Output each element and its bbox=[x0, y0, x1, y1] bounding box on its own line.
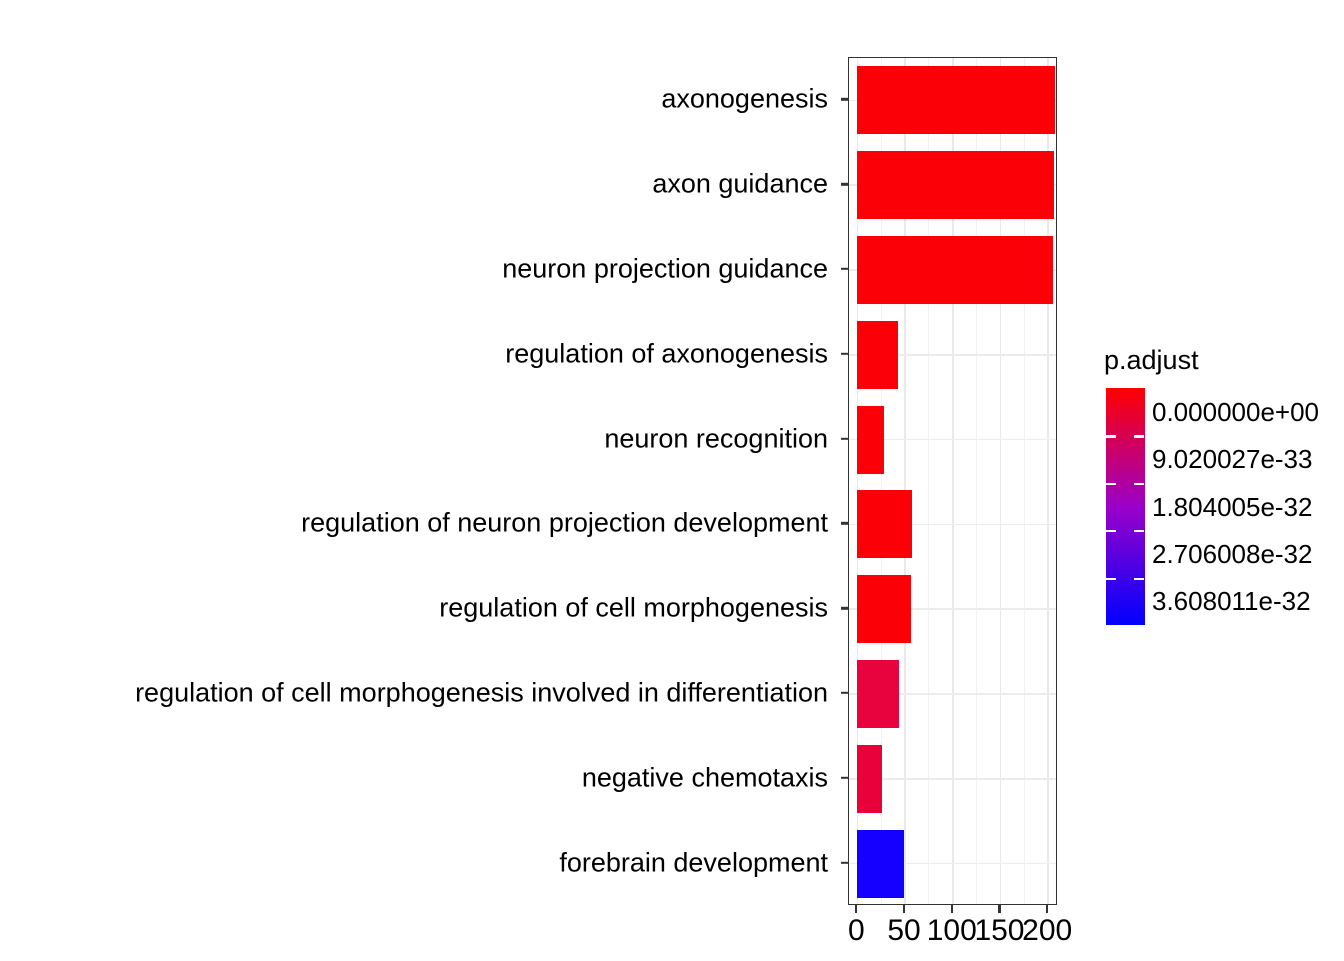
legend-tick-mark bbox=[1134, 482, 1144, 485]
legend-tick-label: 0.000000e+00 bbox=[1152, 396, 1320, 427]
gridline-major-100 bbox=[952, 58, 954, 904]
gridline-major-200 bbox=[1047, 58, 1049, 904]
legend-tick-mark bbox=[1134, 577, 1144, 580]
legend: p.adjust 0.000000e+00 9.020027e-33 1.80400… bbox=[1100, 345, 1344, 645]
y-axis-tick-mark bbox=[841, 861, 848, 864]
x-axis-tick-label: 50 bbox=[887, 914, 921, 947]
y-axis-tick-label: neuron projection guidance bbox=[502, 253, 828, 284]
legend-title: p.adjust bbox=[1104, 345, 1199, 375]
gridline-horizontal-4 bbox=[849, 438, 1056, 441]
gridline-horizontal-8 bbox=[849, 778, 1056, 780]
bar bbox=[857, 660, 900, 728]
y-axis-tick-mark bbox=[841, 776, 848, 779]
gridline-horizontal-9 bbox=[849, 862, 1056, 865]
gridline-major-150 bbox=[999, 58, 1002, 904]
bar-series bbox=[849, 58, 1056, 904]
bar bbox=[857, 405, 885, 474]
legend-tick-label: 1.804005e-32 bbox=[1152, 491, 1313, 522]
y-axis-tick-mark bbox=[841, 98, 848, 101]
x-axis-tick-mark bbox=[902, 905, 906, 913]
gridline-minor-75 bbox=[928, 58, 930, 904]
legend-colorbar bbox=[1106, 388, 1145, 625]
y-axis-tick-label: regulation of cell morphogenesis bbox=[439, 592, 828, 623]
bar bbox=[857, 744, 883, 813]
gridline-horizontal-7 bbox=[849, 693, 1056, 695]
bar bbox=[857, 829, 905, 898]
x-axis-tick-mark bbox=[998, 905, 1001, 913]
legend-tick-label: 2.706008e-32 bbox=[1152, 538, 1313, 569]
x-axis-tick-label: 0 bbox=[847, 914, 865, 947]
y-axis-tick-label: regulation of neuron projection developm… bbox=[301, 507, 828, 538]
y-axis-tick-label: axon guidance bbox=[652, 168, 828, 199]
legend-tick-mark bbox=[1106, 577, 1116, 580]
gridline-minor-25 bbox=[880, 58, 882, 904]
x-axis-tick-label: 200 bbox=[1022, 914, 1073, 947]
y-axis-tick-label: negative chemotaxis bbox=[581, 762, 828, 793]
bar bbox=[857, 575, 911, 644]
x-axis-tick-mark bbox=[855, 905, 858, 913]
x-axis-tick-label: 100 bbox=[926, 914, 977, 947]
legend-tick-mark bbox=[1106, 530, 1116, 533]
y-axis-labels: axonogenesis axon guidance neuron projecti… bbox=[0, 57, 848, 905]
y-axis-tick-mark bbox=[841, 352, 848, 355]
gridline-major-50 bbox=[904, 58, 906, 904]
y-axis-tick-label: neuron recognition bbox=[604, 423, 828, 454]
gridline-minor-125 bbox=[976, 58, 978, 904]
gridline-major-0 bbox=[856, 58, 859, 904]
y-axis-tick-label: forebrain development bbox=[559, 847, 828, 878]
gridline-horizontal-6 bbox=[849, 608, 1056, 610]
x-axis-tick-mark bbox=[1046, 905, 1049, 913]
bar bbox=[857, 236, 1053, 304]
legend-tick-mark bbox=[1134, 435, 1144, 438]
y-axis-tick-label: regulation of cell morphogenesis involve… bbox=[135, 677, 828, 708]
y-axis-tick-mark bbox=[841, 522, 848, 525]
legend-tick-mark bbox=[1106, 435, 1116, 438]
gridline-horizontal-3 bbox=[849, 354, 1056, 356]
gridline-horizontal-5 bbox=[849, 523, 1056, 526]
y-axis-tick-mark bbox=[841, 267, 848, 271]
y-axis-tick-mark bbox=[841, 606, 848, 610]
bar bbox=[857, 490, 912, 559]
x-axis-tick-mark bbox=[950, 905, 953, 913]
legend-tick-mark bbox=[1134, 530, 1144, 533]
legend-tick-label: 9.020027e-33 bbox=[1152, 444, 1313, 475]
legend-tick-mark bbox=[1106, 482, 1116, 485]
gridline-minor-175 bbox=[1023, 58, 1025, 904]
plot-panel bbox=[848, 57, 1057, 905]
legend-tick-label: 3.608011e-32 bbox=[1152, 586, 1311, 617]
y-axis-tick-mark bbox=[841, 691, 848, 695]
y-axis-tick-mark bbox=[841, 437, 848, 440]
y-axis-tick-label: regulation of axonogenesis bbox=[505, 338, 828, 369]
y-axis-tick-mark bbox=[841, 182, 848, 186]
y-axis-tick-label: axonogenesis bbox=[661, 83, 828, 114]
bar bbox=[857, 66, 1055, 135]
bar bbox=[857, 320, 899, 389]
bar bbox=[857, 151, 1054, 220]
x-axis-tick-label: 150 bbox=[974, 914, 1025, 947]
